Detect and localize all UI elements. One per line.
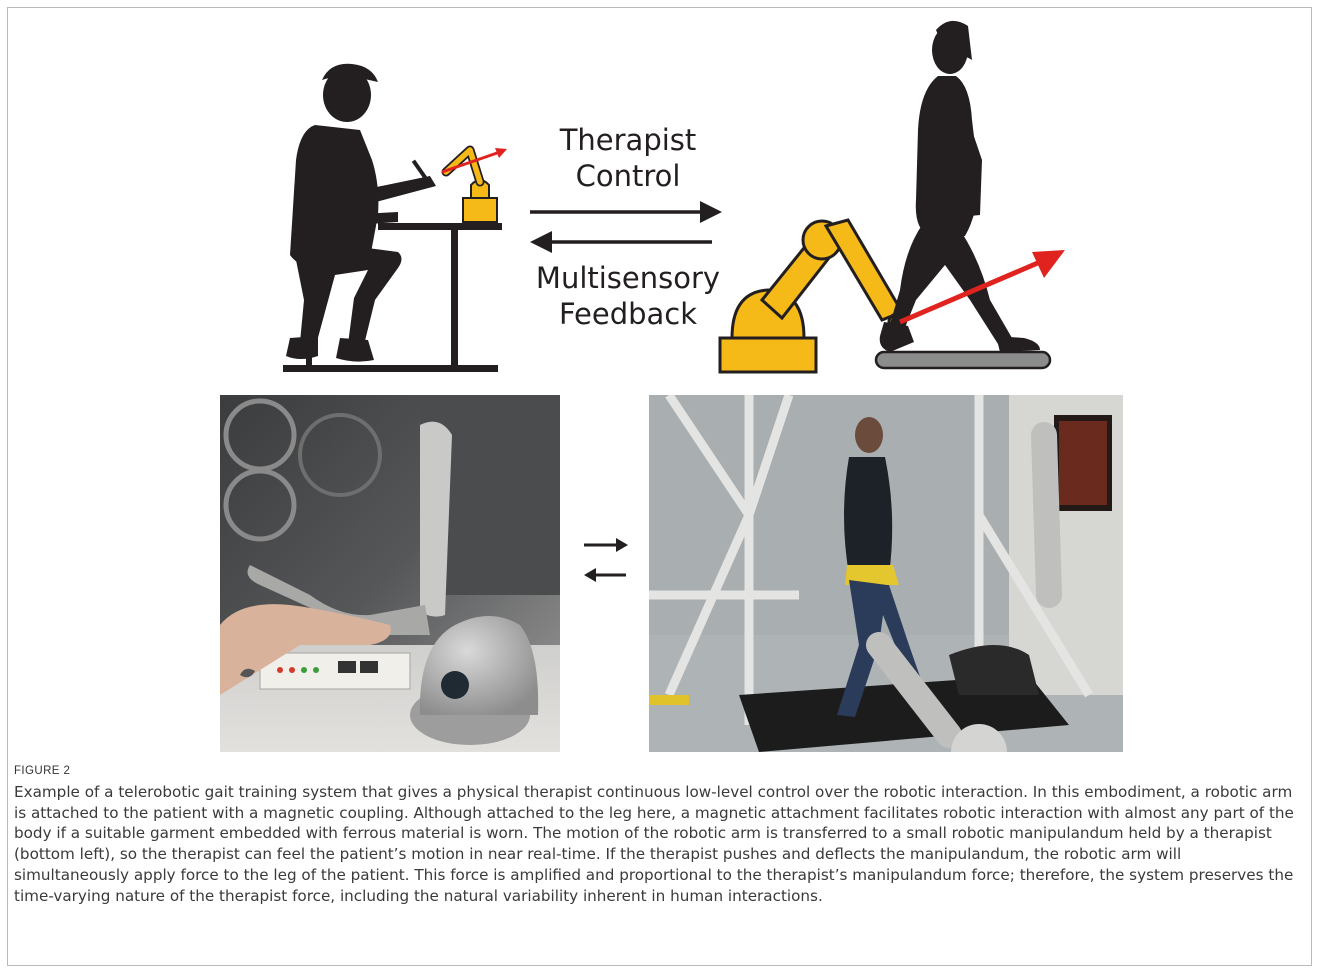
haptic-device-icon bbox=[441, 145, 507, 223]
figure-caption-title: FIGURE 2 bbox=[14, 765, 71, 777]
exchange-arrows bbox=[530, 201, 722, 253]
multisensory-feedback-label: Multisensory Feedback bbox=[535, 261, 721, 331]
figure-caption-text: Example of a telerobotic gait training s… bbox=[14, 783, 1294, 905]
patient-silhouette-icon bbox=[879, 20, 1040, 352]
patient-treadmill-photo bbox=[649, 395, 1123, 752]
treadmill-belt bbox=[874, 350, 1052, 370]
telerobotic-schematic bbox=[283, 20, 1065, 374]
therapist-control-label: Therapist Control bbox=[559, 123, 697, 193]
therapist-silhouette-icon bbox=[283, 63, 502, 372]
photo-exchange-arrows bbox=[584, 538, 628, 582]
robot-arm-icon bbox=[718, 218, 907, 374]
manipulandum-photo bbox=[220, 395, 560, 752]
force-arrow bbox=[899, 250, 1065, 325]
